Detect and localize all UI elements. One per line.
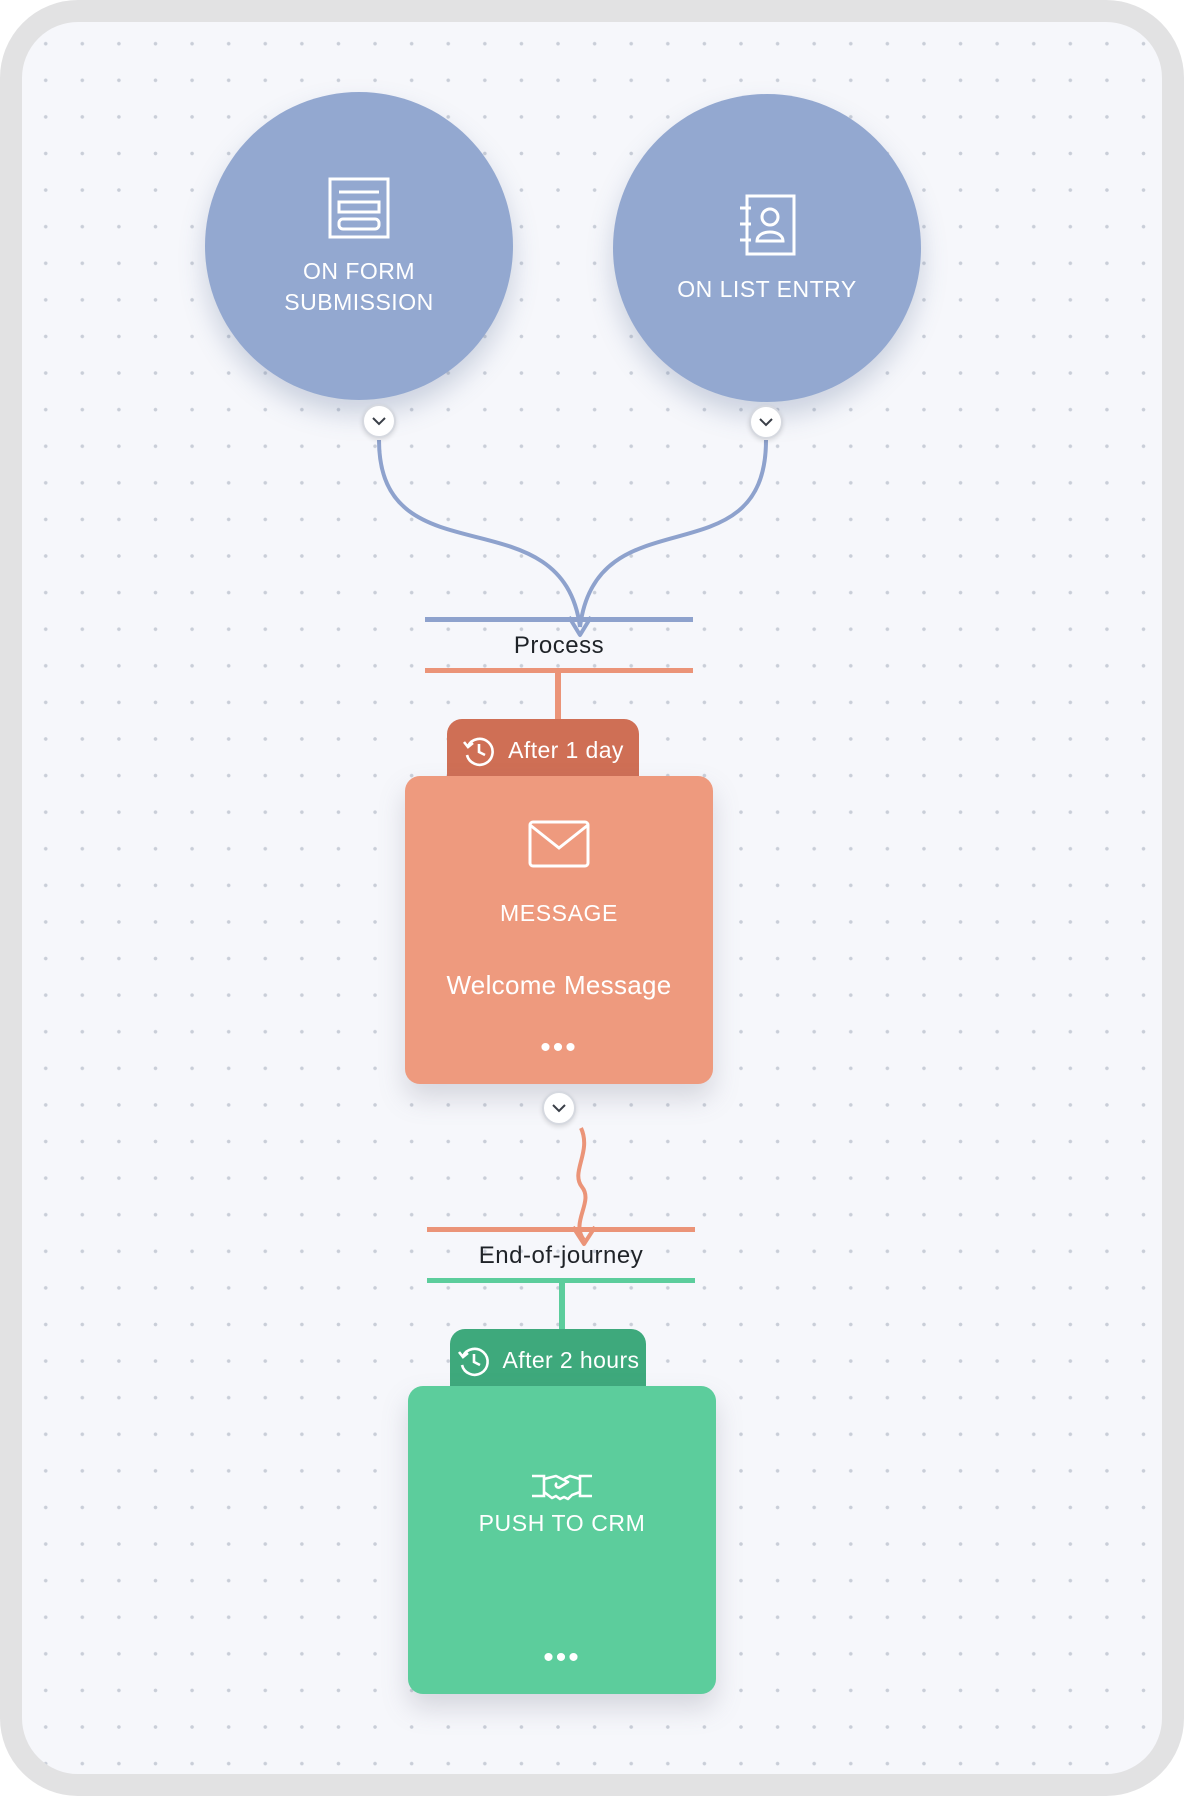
trigger-list-entry[interactable]: ON LIST ENTRY	[613, 94, 921, 402]
process-gate-bottom-line	[425, 668, 693, 673]
trigger-label: ON LIST ENTRY	[613, 274, 921, 305]
trigger-form-submission[interactable]: ON FORM SUBMISSION	[205, 92, 513, 400]
more-options-button[interactable]: •••	[540, 1031, 578, 1064]
more-options-button[interactable]: •••	[543, 1641, 581, 1674]
end-gate-label[interactable]: End-of-journey	[478, 1242, 644, 1269]
end-gate-bottom-line	[427, 1278, 695, 1283]
connector-form-to-process	[377, 439, 582, 628]
delay-label: After 1 day	[508, 737, 624, 763]
delay-label: After 2 hours	[502, 1347, 640, 1373]
trigger-label-line1: ON FORM	[302, 258, 416, 284]
expand-list-trigger-button[interactable]	[749, 405, 783, 439]
chevron-down-icon	[372, 417, 386, 426]
trigger-label-line2: SUBMISSION	[284, 289, 434, 315]
history-icon	[457, 1344, 491, 1378]
handshake-icon	[530, 1470, 594, 1507]
step-type-label: PUSH TO CRM	[478, 1510, 646, 1536]
envelope-icon	[528, 820, 590, 873]
chevron-down-icon	[552, 1104, 566, 1113]
expand-message-step-button[interactable]	[542, 1091, 576, 1125]
connector-list-to-process	[578, 439, 768, 628]
history-icon	[462, 734, 496, 768]
contact-list-icon	[737, 193, 797, 262]
step-type-label: MESSAGE	[500, 900, 618, 926]
process-gate-label[interactable]: Process	[513, 632, 605, 659]
form-icon	[327, 176, 391, 245]
end-stem	[559, 1282, 565, 1334]
arrowhead-end	[571, 1225, 597, 1246]
message-step-card[interactable]: MESSAGE Welcome Message •••	[405, 776, 713, 1084]
crm-step-card[interactable]: PUSH TO CRM •••	[408, 1386, 716, 1694]
expand-form-trigger-button[interactable]	[362, 404, 396, 438]
chevron-down-icon	[759, 418, 773, 427]
delay-tab-message[interactable]: After 1 day	[447, 719, 639, 782]
process-stem	[555, 672, 561, 724]
process-gate-top-line	[425, 617, 693, 622]
connector-message-to-end	[576, 1127, 588, 1242]
arrowhead-process	[567, 615, 593, 637]
trigger-label-line1: ON LIST ENTRY	[677, 276, 857, 302]
connector-layer	[377, 439, 768, 1246]
delay-tab-crm[interactable]: After 2 hours	[450, 1329, 646, 1392]
trigger-label: ON FORM SUBMISSION	[205, 256, 513, 318]
step-name-label: Welcome Message	[446, 970, 672, 1000]
end-gate-top-line	[427, 1227, 695, 1232]
